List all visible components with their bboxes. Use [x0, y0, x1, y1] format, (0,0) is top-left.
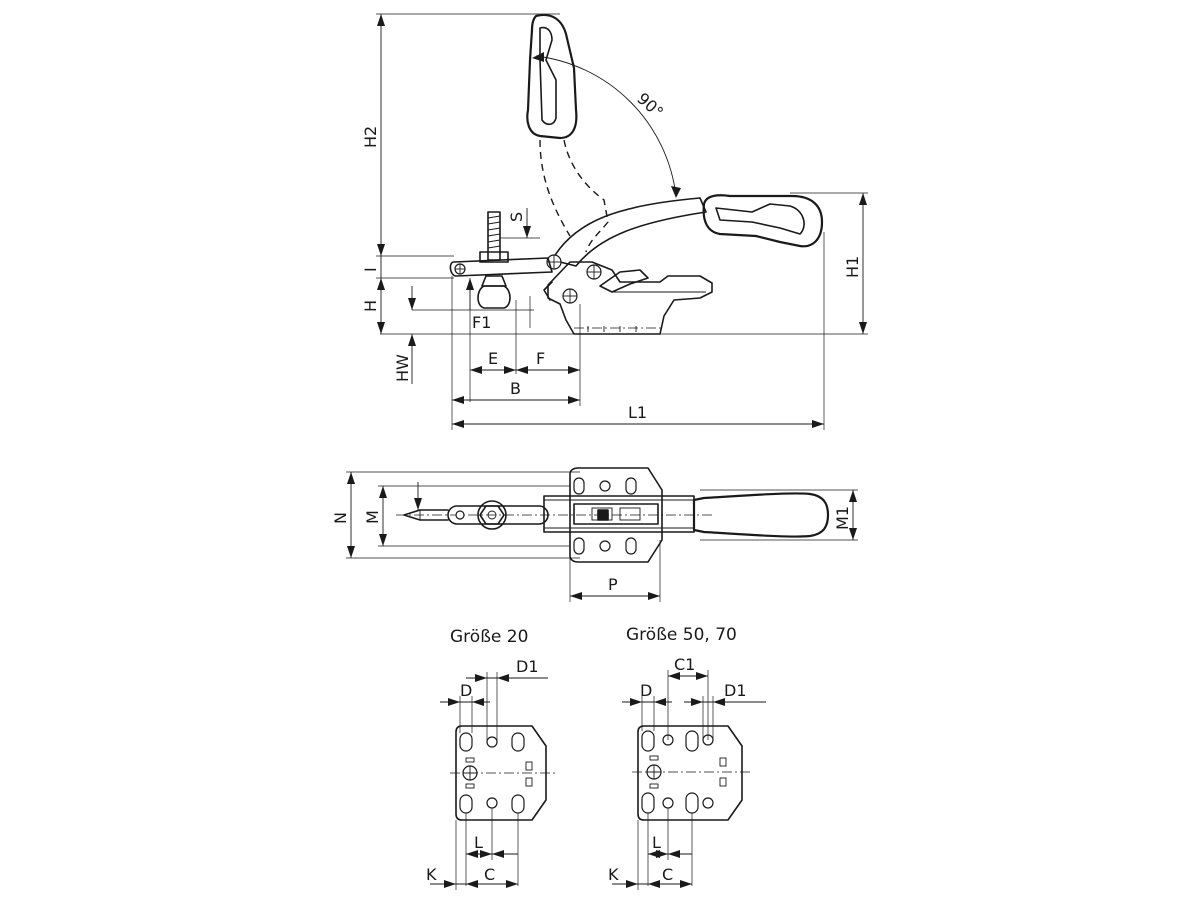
size-20-title: Größe 20 [450, 627, 528, 647]
spindle-thread-lines [487, 215, 501, 249]
plate-50-C1-label: C1 [674, 655, 695, 674]
size-50-70-title: Größe 50, 70 [626, 625, 737, 645]
top-base-flange [569, 467, 663, 563]
plate-50-K-label: K [608, 865, 619, 884]
plate-20-holes [459, 732, 533, 814]
handle-grip-inner [715, 203, 805, 235]
handle-grip-open [526, 13, 578, 140]
top-linkage [573, 503, 659, 525]
HW-label: HW [393, 354, 412, 382]
F-label: F [536, 349, 545, 368]
F1-label: F1 [472, 313, 491, 332]
L1-label: L1 [628, 403, 647, 422]
E-label: E [488, 349, 498, 368]
H1-label: H1 [843, 256, 862, 278]
spindle-pressure-pad [477, 285, 511, 309]
angle-arrow-top [532, 52, 544, 62]
B-label: B [510, 379, 521, 398]
plate-50-D-label: D [640, 681, 652, 700]
base-ticks [587, 326, 637, 332]
top-arm-body [543, 495, 695, 533]
S-label: S [507, 212, 526, 222]
clamp-base-body [547, 261, 713, 335]
spindle-arm [449, 257, 553, 277]
plate-50-outline [637, 725, 743, 821]
top-handle-grip [692, 492, 830, 538]
base-plate-size-50-70: Größe 50, 70 C1 [608, 625, 766, 890]
top-spindle-pad [477, 500, 507, 530]
handle-grip-closed [702, 194, 824, 248]
H-label: H [361, 300, 380, 312]
plate-20-L-label: L [474, 833, 483, 852]
plate-20-outline [455, 725, 547, 821]
plate-50-holes [641, 730, 727, 814]
lever-arm-open [539, 139, 609, 253]
H2-label: H2 [361, 126, 380, 148]
plate-50-L-label: L [652, 833, 661, 852]
handle-grip-open-inner [539, 26, 557, 126]
side-view: 90° H2 [361, 13, 868, 430]
top-view: N M M1 P [331, 467, 858, 602]
top-mounting-holes [573, 477, 637, 555]
plate-50-C-label: C [662, 865, 673, 884]
M-label: M [363, 510, 382, 524]
plate-20-K-label: K [426, 865, 437, 884]
angle-label: 90° [633, 89, 667, 122]
N-label: N [331, 512, 350, 524]
plate-50-D1-label: D1 [724, 681, 747, 700]
latch-linkage [599, 269, 649, 293]
angle-arc [535, 55, 677, 197]
base-plate-size-20: Größe 20 D1 D [426, 627, 556, 890]
angle-arrow-bottom [671, 186, 681, 198]
lever-arm-closed [551, 197, 707, 267]
plate-20-D1-label: D1 [516, 657, 539, 676]
plate-20-C-label: C [484, 865, 495, 884]
spindle-lower [481, 275, 507, 287]
top-latch-block [597, 509, 609, 521]
M1-label: M1 [833, 506, 852, 530]
P-label: P [608, 575, 618, 594]
top-spindle-tip [403, 509, 449, 521]
spindle-nut [479, 251, 509, 263]
plate-20-D-label: D [460, 681, 472, 700]
top-spindle-nut [479, 505, 505, 525]
I-label: I [361, 267, 380, 272]
base-hook [543, 281, 553, 301]
